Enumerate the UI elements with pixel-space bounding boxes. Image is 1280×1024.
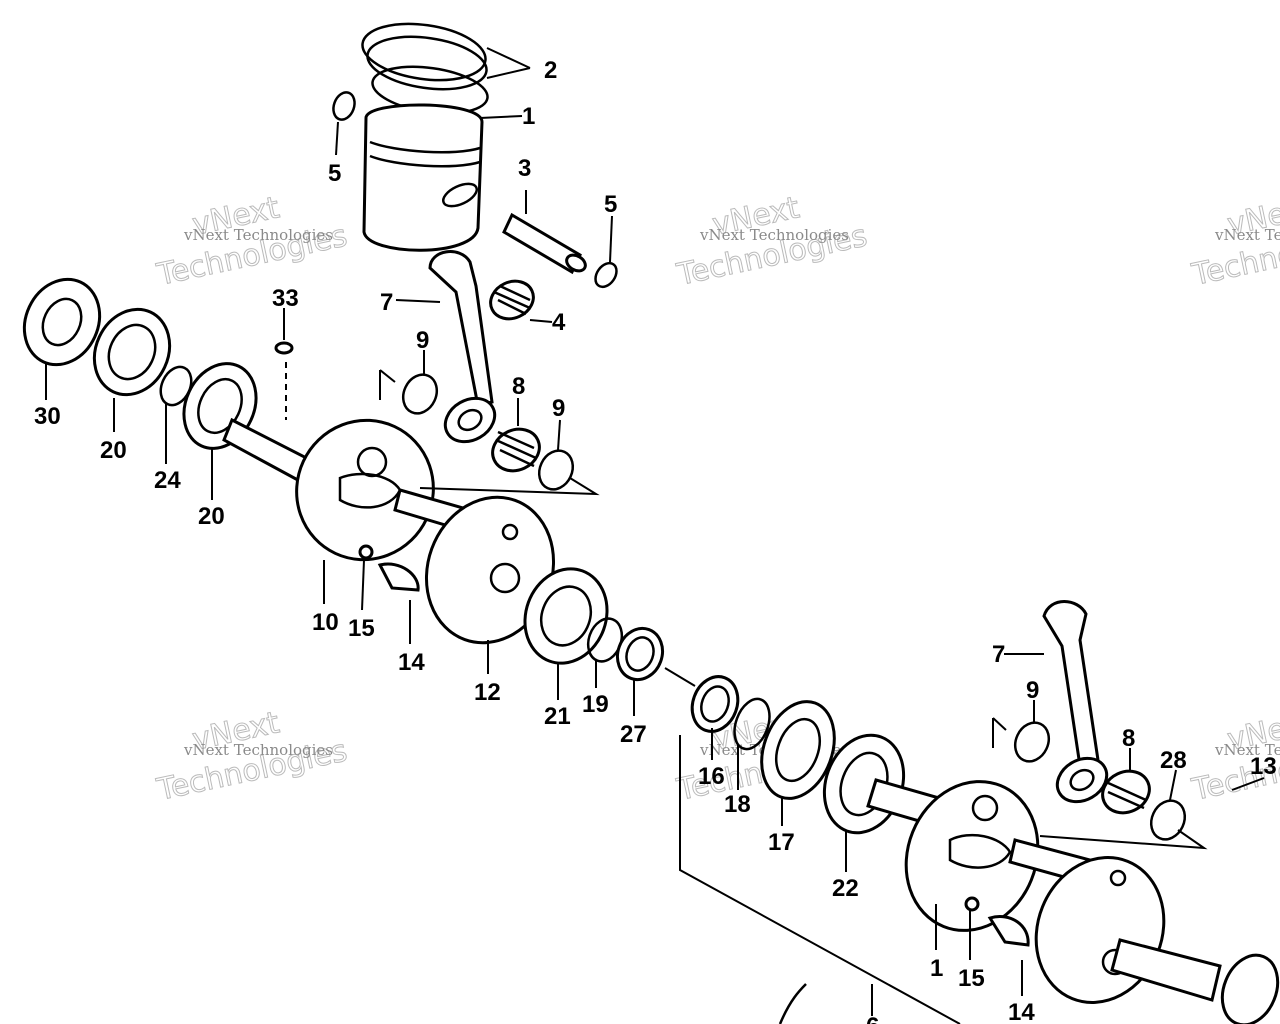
main-bearing-center [523, 567, 609, 665]
watermark-3: vNext Technologies vNext Technologies [1188, 190, 1280, 294]
bearing-center-lower [760, 700, 836, 800]
callout-6: 6 [866, 1013, 879, 1024]
watermark-4: vNext Technologies vNext Technologies [153, 705, 351, 809]
callout-14-left: 14 [398, 649, 425, 676]
callout-1-piston: 1 [522, 103, 535, 130]
piston-pin-circlip-left [332, 91, 356, 121]
callout-22: 22 [832, 875, 859, 902]
thrust-washer-right-top [537, 449, 575, 491]
watermark-text: vNext Technologies [699, 226, 849, 244]
connecting-rod-upper [428, 250, 497, 444]
thrust-washer-right-bottom [1149, 799, 1187, 841]
callout-20-a: 20 [100, 437, 127, 464]
callout-15-left: 15 [348, 615, 375, 642]
callout-5-right: 5 [604, 191, 617, 218]
callout-8-top: 8 [512, 373, 525, 400]
callout-15-right: 15 [958, 965, 985, 992]
watermark-text: vNext Technologies [183, 226, 333, 244]
callout-2: 2 [544, 57, 557, 84]
piston [362, 103, 484, 252]
watermark-text: vNext Technologies [183, 741, 333, 759]
crankshaft-right-half [377, 495, 556, 645]
woodruff-key [274, 341, 294, 420]
piston-pin [502, 212, 587, 275]
connecting-rod-lower [1042, 600, 1109, 804]
big-end-bearing-upper [491, 427, 541, 473]
crankshaft-lower-left-web [904, 780, 1040, 932]
callout-27: 27 [620, 721, 647, 748]
labyrinth-seal [615, 626, 665, 682]
callout-5-left: 5 [328, 160, 341, 187]
assembly-bracket-lower [679, 717, 1208, 1024]
leader-lines [45, 47, 1265, 1016]
callout-10: 10 [312, 609, 339, 636]
callout-21: 21 [544, 703, 571, 730]
watermark-text: vNext Technologies [1214, 226, 1280, 244]
callout-labels: 2 1 5 3 5 33 7 4 9 8 9 30 20 24 20 10 15… [34, 57, 1277, 1024]
callout-28: 28 [1160, 747, 1187, 774]
callout-9-bottom: 9 [1026, 677, 1039, 704]
watermark-1: vNext Technologies vNext Technologies [153, 190, 351, 294]
callout-9-top: 9 [416, 327, 429, 354]
o-ring-center [733, 697, 771, 751]
callout-12: 12 [474, 679, 501, 706]
ball-bearing-left-outer [92, 307, 172, 397]
callout-19: 19 [582, 691, 609, 718]
crankshaft-left-half [222, 417, 435, 562]
callout-20-b: 20 [198, 503, 225, 530]
assembly-bracket-upper [379, 369, 696, 687]
crankshaft-lower-right-shaft [1110, 938, 1280, 1024]
oil-seal-center [690, 675, 740, 733]
callout-24: 24 [154, 467, 181, 494]
callout-4: 4 [552, 309, 566, 336]
callout-9-mid: 9 [552, 395, 565, 422]
small-end-bearing [489, 279, 535, 321]
callout-30: 30 [34, 403, 61, 430]
callout-1-bottom: 1 [930, 955, 943, 982]
big-end-bearing-lower [1101, 769, 1151, 815]
watermark-2: vNext Technologies vNext Technologies [673, 190, 871, 294]
oil-seal-left [22, 277, 102, 367]
callout-13: 13 [1250, 753, 1277, 780]
thrust-washer-left-bottom [1013, 721, 1051, 763]
watermark-text: vNext Technologies [1214, 741, 1280, 759]
callout-17: 17 [768, 829, 795, 856]
callout-33: 33 [272, 285, 299, 312]
callout-16: 16 [698, 763, 725, 790]
callout-8-bottom: 8 [1122, 725, 1135, 752]
callout-7-bottom: 7 [992, 641, 1005, 668]
callout-7-top: 7 [380, 289, 393, 316]
callout-3: 3 [518, 155, 531, 182]
callout-14-right: 14 [1008, 999, 1035, 1024]
callout-18: 18 [724, 791, 751, 818]
piston-pin-circlip-right [594, 261, 618, 289]
thrust-washer-left-top [401, 373, 439, 415]
